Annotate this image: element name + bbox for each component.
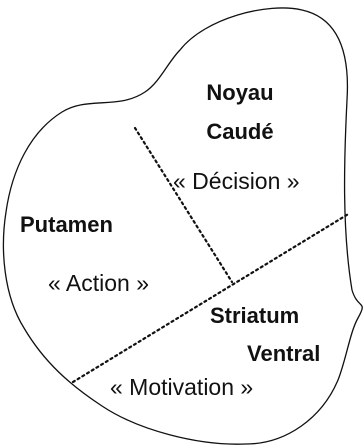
caudate-name-line2: Caudé	[206, 119, 274, 144]
caudate-name-line1: Noyau	[206, 80, 274, 105]
putamen-name: Putamen	[20, 212, 113, 237]
striatum-outline	[2, 7, 363, 445]
ventral-boundary	[71, 211, 352, 384]
caudate-putamen-boundary	[133, 126, 234, 284]
ventral-role: « Motivation »	[110, 374, 254, 400]
caudate-role: « Décision »	[173, 168, 300, 194]
ventral-name-line2: Ventral	[247, 341, 321, 366]
ventral-name-line1: Striatum	[210, 303, 300, 328]
putamen-role: « Action »	[48, 270, 150, 296]
